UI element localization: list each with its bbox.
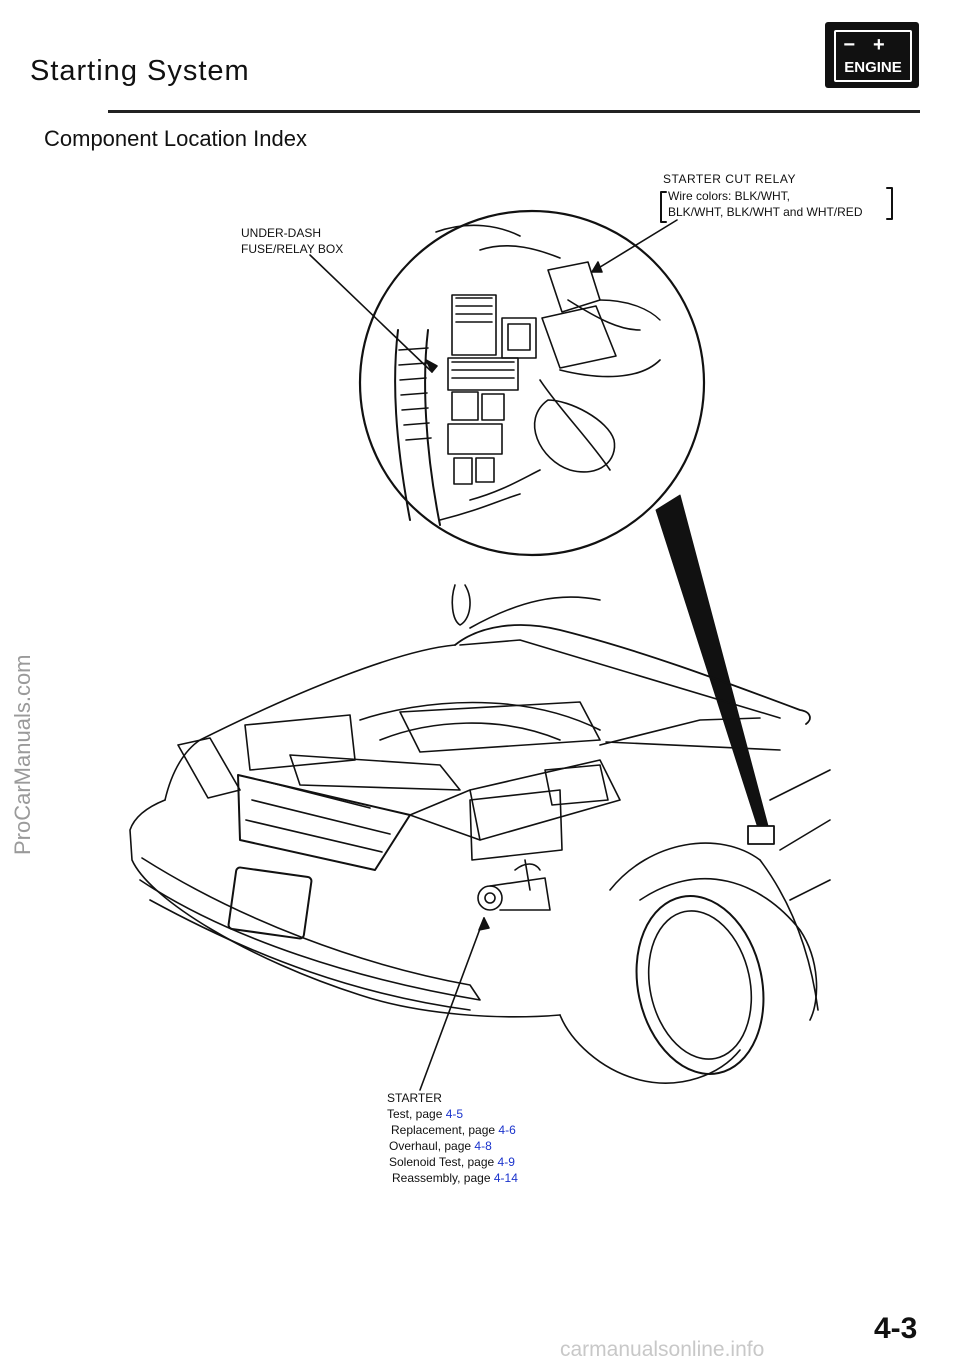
wire-colors-line-1: Wire colors: BLK/WHT, [668,189,791,203]
page-link-4-9[interactable]: 4-9 [497,1155,515,1169]
section-subtitle: Component Location Index [44,126,307,151]
page-title: Starting System [30,55,250,87]
fuse-box-label-line-1: UNDER-DASH [241,226,322,240]
fuse-box-label: UNDER-DASH FUSE/RELAY BOX [241,225,343,257]
page-number: 4-3 [874,1312,918,1345]
wire-colors-line-2: BLK/WHT, BLK/WHT and WHT/RED [668,205,863,219]
battery-terminals: −+ [843,34,903,56]
side-watermark: ProCarManuals.com [10,654,35,855]
starter-ref-test: Test, page 4-5 [387,1107,464,1121]
starter-ref-overhaul: Overhaul, page 4-8 [389,1139,492,1153]
badge-label: ENGINE [844,59,902,76]
title-divider [108,110,920,113]
relay-wire-colors: Wire colors: BLK/WHT, BLK/WHT, BLK/WHT a… [668,188,862,220]
starter-reference-list: STARTER Test, page 4-5 Replacement, page… [387,1090,518,1186]
starter-ref-replacement: Replacement, page 4-6 [391,1123,516,1137]
page-link-4-6[interactable]: 4-6 [498,1123,516,1137]
page-link-4-8[interactable]: 4-8 [474,1139,492,1153]
starter-ref-solenoid-test: Solenoid Test, page 4-9 [389,1155,515,1169]
footer-watermark: carmanualsonline.info [560,1338,765,1361]
engine-battery-icon: −+ ENGINE [825,22,919,88]
battery-frame: −+ ENGINE [834,30,912,82]
fuse-box-label-line-2: FUSE/RELAY BOX [241,242,344,256]
page-link-4-14[interactable]: 4-14 [493,1171,518,1185]
starter-ref-reassembly: Reassembly, page 4-14 [392,1171,518,1185]
starter-label: STARTER [387,1091,442,1105]
relay-label: STARTER CUT RELAY [663,172,796,186]
page-link-4-5[interactable]: 4-5 [445,1107,464,1121]
